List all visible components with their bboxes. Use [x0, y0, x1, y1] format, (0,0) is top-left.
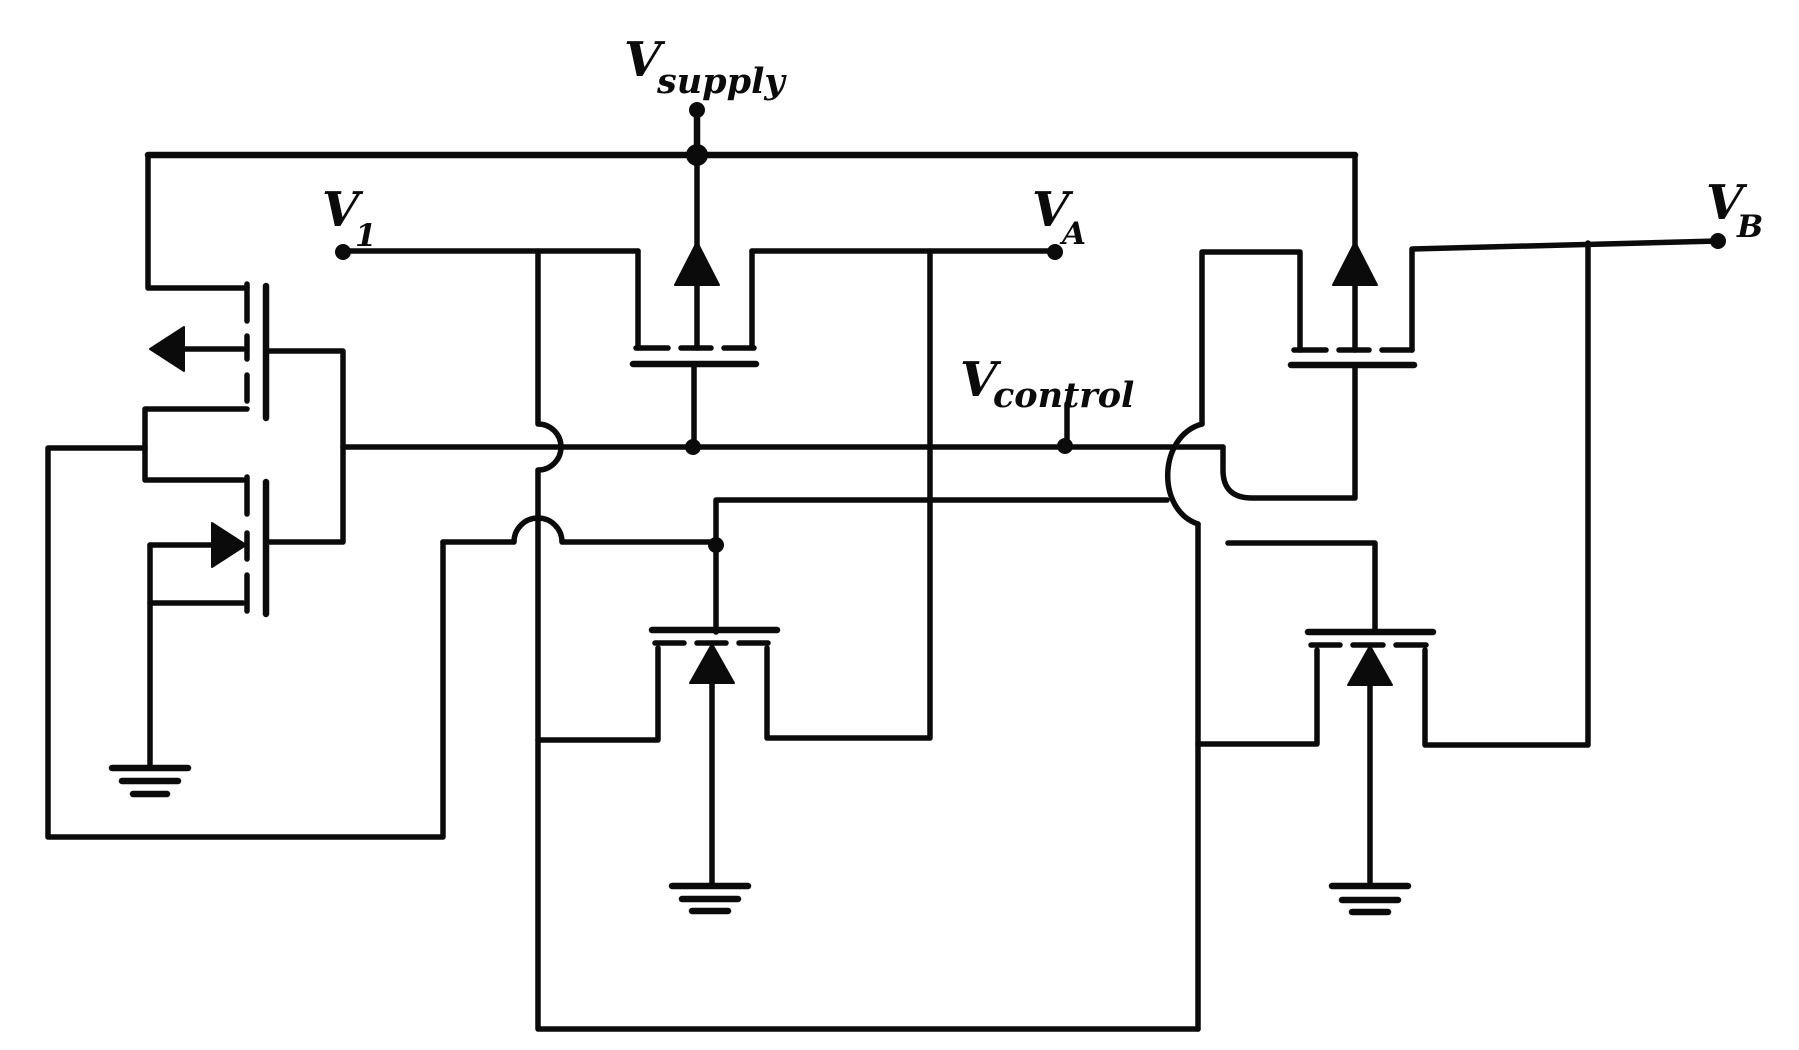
v1-label: V	[322, 182, 364, 238]
vb-network	[1409, 233, 1726, 252]
nmos-center	[648, 626, 781, 887]
va-label: V	[1032, 182, 1074, 238]
ground-center-icon	[668, 882, 752, 915]
pmos-right-left-stub	[1199, 249, 1303, 427]
supply-rail	[144, 102, 1359, 166]
vb-label: V	[1706, 175, 1748, 231]
center-nmos-left-stub-wire	[535, 645, 661, 743]
vcontrol-gate-route-wire	[1220, 364, 1358, 501]
pmos-left-source-wire	[142, 406, 250, 483]
vsupply-label: V	[624, 32, 666, 88]
vb-terminal-dot	[1710, 233, 1726, 249]
pmos-right-hop-arc	[1165, 421, 1205, 527]
va-label-sub: A	[1059, 216, 1086, 252]
va-terminal-dot	[1047, 244, 1063, 260]
ground-right-icon	[1328, 882, 1412, 916]
nmos-right-right-stub	[1422, 240, 1591, 748]
vsupply-label-sub: supply	[656, 61, 787, 102]
nmos-left	[147, 474, 270, 771]
inverter-output-network	[45, 445, 1170, 840]
ground-left-icon	[108, 764, 192, 798]
nmos-left-arrow-icon	[211, 522, 247, 568]
gate-tie-wire	[263, 348, 346, 545]
vb-label-sub: B	[1736, 209, 1763, 245]
pmos-left	[142, 152, 270, 483]
output-loop-wire	[45, 445, 446, 840]
pmos-right	[1165, 152, 1418, 1032]
node-labels: V supply V 1 V A V B V control	[322, 32, 1763, 416]
vcontrol-label-sub: control	[993, 375, 1134, 416]
nmos-center-arrow-icon	[689, 643, 735, 684]
vcontrol-label: V	[960, 352, 1002, 408]
pmos-center	[629, 152, 760, 450]
center-nmos-gate-bus-wire	[713, 497, 1170, 635]
v1-drop-wire	[535, 248, 1201, 1032]
pmos-right-arrow-icon	[1332, 241, 1378, 286]
vsupply-terminal-dot	[689, 102, 705, 118]
nmos-right-arrow-icon	[1347, 645, 1393, 686]
vb-wire	[1409, 238, 1721, 252]
va-network	[749, 244, 1063, 741]
vcontrol-network	[1064, 364, 1358, 501]
output-bus-wire	[440, 515, 716, 545]
pmos-left-drain-wire	[145, 152, 250, 291]
v1-network	[335, 244, 1201, 1032]
pmos-left-arrow-icon	[149, 326, 185, 372]
nmos-right-left-stub	[1195, 647, 1320, 747]
v1-label-sub: 1	[355, 218, 377, 254]
pmos-center-arrow-icon	[674, 241, 720, 286]
nmos-right-gate-wire	[1225, 540, 1378, 635]
nmos-right	[1195, 240, 1591, 887]
va-drop-wire	[764, 248, 933, 741]
